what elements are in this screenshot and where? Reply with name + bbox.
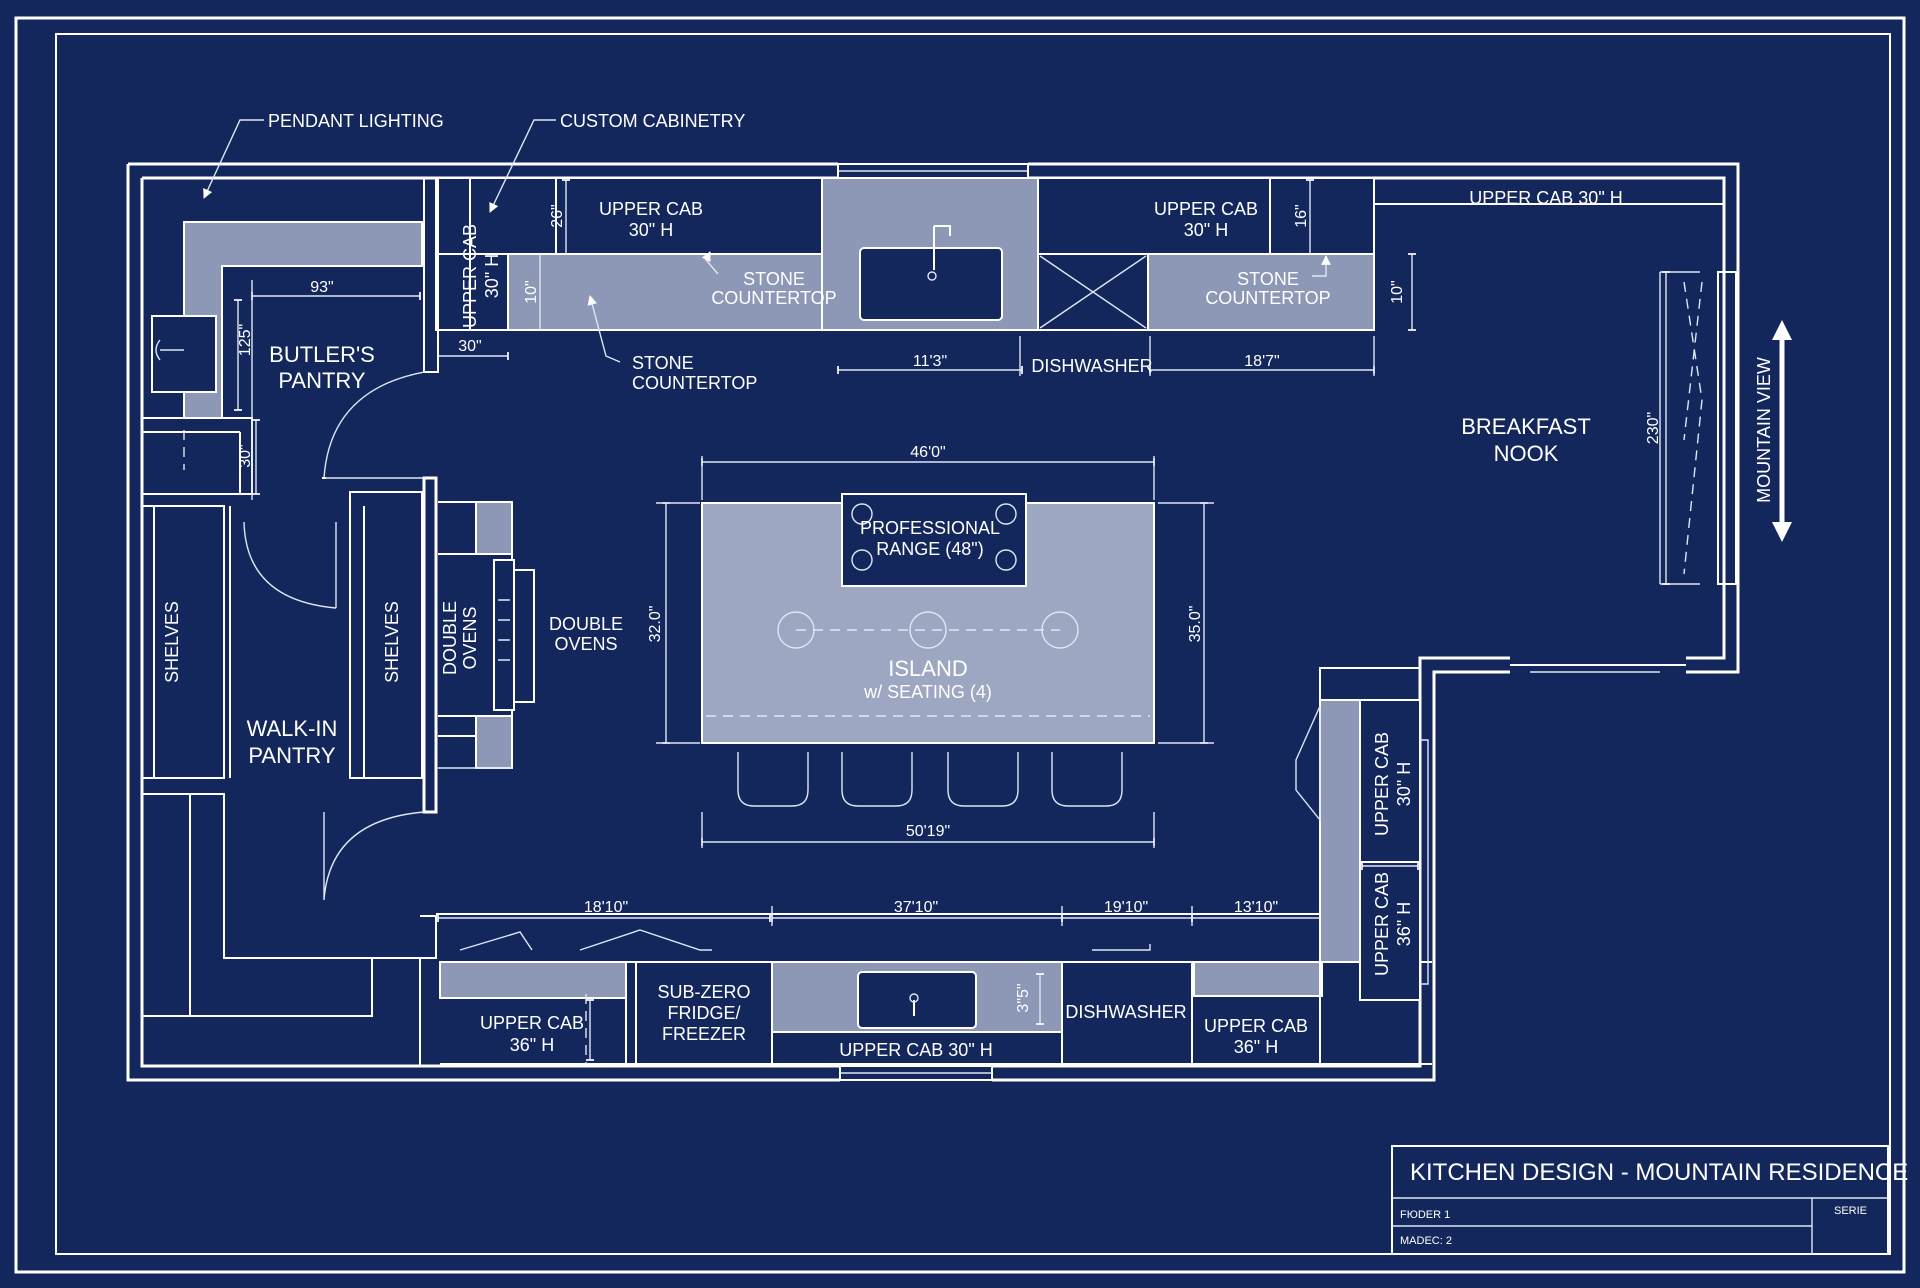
label-mountain-view: MOUNTAIN VIEW xyxy=(1754,357,1774,503)
title-block-title: KITCHEN DESIGN - MOUNTAIN RESIDENCE xyxy=(1410,1159,1908,1186)
room-label-nook-2: NOOK xyxy=(1494,441,1559,466)
title-block-row1: FЮDER 1 xyxy=(1400,1209,1450,1221)
label-subzero-1: SUB-ZERO xyxy=(657,982,750,1002)
dim-30v: 30" xyxy=(237,444,254,467)
label-upper-cab-36-bl-1: UPPER CAB xyxy=(480,1013,584,1033)
label-island-1: ISLAND xyxy=(888,656,967,681)
room-label-butlers-2: PANTRY xyxy=(278,368,366,393)
dim-32-0: 32.0" xyxy=(647,606,664,643)
room-label-walkin-2: PANTRY xyxy=(248,743,336,768)
dim-18-10: 18'10" xyxy=(584,899,628,916)
label-subzero-3: FREEZER xyxy=(662,1024,746,1044)
label-range-1: PROFESSIONAL xyxy=(860,518,1000,538)
outer-border xyxy=(14,16,1906,1274)
label-right-upper-36-1: UPPER CAB xyxy=(1372,872,1392,976)
right-cabinet-run xyxy=(1295,667,1429,1001)
dim-30h: 30" xyxy=(458,338,481,355)
dim-10b: 10" xyxy=(1389,280,1406,303)
dimension-lines xyxy=(233,179,1671,1061)
dim-3-5: 3"5" xyxy=(1015,983,1032,1012)
label-upper-cab-30-right-2: 30" H xyxy=(1184,220,1228,240)
callout-pendant-lighting: PENDANT LIGHTING xyxy=(268,111,444,131)
top-cabinet-run xyxy=(435,177,1724,331)
label-shelves-right: SHELVES xyxy=(382,601,402,683)
label-left-upper-cab-2: 30" H xyxy=(482,254,502,298)
dim-18-7: 18'7" xyxy=(1244,353,1279,370)
window-bottom xyxy=(839,1065,993,1081)
dim-11-3: 11'3" xyxy=(913,353,947,370)
dim-93: 93" xyxy=(310,279,333,296)
label-right-upper-30-2: 30" H xyxy=(1394,762,1414,806)
dim-230: 230" xyxy=(1645,412,1662,444)
room-label-nook-1: BREAKFAST xyxy=(1461,414,1591,439)
label-double-ovens-v2: OVENS xyxy=(460,606,480,669)
label-range-2: RANGE (48") xyxy=(876,539,983,559)
label-upper-cab-long: UPPER CAB 30" H xyxy=(1469,188,1622,208)
label-double-ovens-v1: DOUBLE xyxy=(440,601,460,675)
label-stone-3b: COUNTERTOP xyxy=(632,373,757,393)
label-stone-1a: STONE xyxy=(743,269,805,289)
label-right-upper-30-1: UPPER CAB xyxy=(1372,732,1392,836)
dim-19-10: 19'10" xyxy=(1104,899,1148,916)
title-block-right: SERIE xyxy=(1834,1205,1867,1217)
label-subzero-2: FRIDGE/ xyxy=(667,1003,740,1023)
label-upper-cab-30-bottom: UPPER CAB 30" H xyxy=(839,1040,992,1060)
inner-border xyxy=(55,33,1891,1255)
room-label-butlers-1: BUTLER'S xyxy=(269,342,375,367)
label-upper-cab-36-bl-2: 36" H xyxy=(510,1035,554,1055)
walk-in-pantry xyxy=(142,491,437,1066)
label-dishwasher-bottom: DISHWASHER xyxy=(1065,1002,1186,1022)
label-dishwasher-top: DISHWASHER xyxy=(1031,356,1152,376)
label-stone-2b: COUNTERTOP xyxy=(1205,288,1330,308)
callout-leaders xyxy=(203,119,1331,363)
label-stone-1b: COUNTERTOP xyxy=(711,288,836,308)
label-upper-cab-30-right-1: UPPER CAB xyxy=(1154,199,1258,219)
label-upper-cab-36-br-1: UPPER CAB xyxy=(1204,1016,1308,1036)
dim-50-19: 50'19" xyxy=(906,823,950,840)
label-upper-cab-30-2: 30" H xyxy=(629,220,673,240)
dim-13-10: 13'10" xyxy=(1234,899,1278,916)
label-left-upper-cab-1: UPPER CAB xyxy=(460,224,480,328)
dim-16: 16" xyxy=(1293,204,1310,227)
sliding-door-nook xyxy=(1510,664,1686,673)
oven-wall xyxy=(422,476,535,814)
butlers-pantry xyxy=(142,177,439,495)
window-top xyxy=(837,163,1029,179)
island xyxy=(701,493,1155,807)
callout-custom-cabinetry: CUSTOM CABINETRY xyxy=(560,111,745,131)
label-stone-3a: STONE xyxy=(632,353,694,373)
label-shelves-left: SHELVES xyxy=(162,601,182,683)
label-double-ovens-h1: DOUBLE xyxy=(549,614,623,634)
room-label-walkin-1: WALK-IN xyxy=(247,716,338,741)
label-island-2: w/ SEATING (4) xyxy=(863,682,992,702)
dim-35-0: 35.0" xyxy=(1187,606,1204,643)
dim-10a: 10" xyxy=(523,280,540,303)
dim-46-0: 46'0" xyxy=(910,444,945,461)
label-right-upper-36-2: 36" H xyxy=(1394,902,1414,946)
label-stone-2a: STONE xyxy=(1237,269,1299,289)
label-upper-cab-30-1: UPPER CAB xyxy=(599,199,703,219)
dim-26: 26" xyxy=(549,204,566,227)
title-block-row2: MADEC: 2 xyxy=(1400,1235,1452,1247)
dim-37-10: 37'10" xyxy=(894,899,938,916)
label-double-ovens-h2: OVENS xyxy=(554,634,617,654)
title-block xyxy=(1391,1145,1889,1255)
label-upper-cab-36-br-2: 36" H xyxy=(1234,1037,1278,1057)
dim-125: 125" xyxy=(237,324,254,356)
